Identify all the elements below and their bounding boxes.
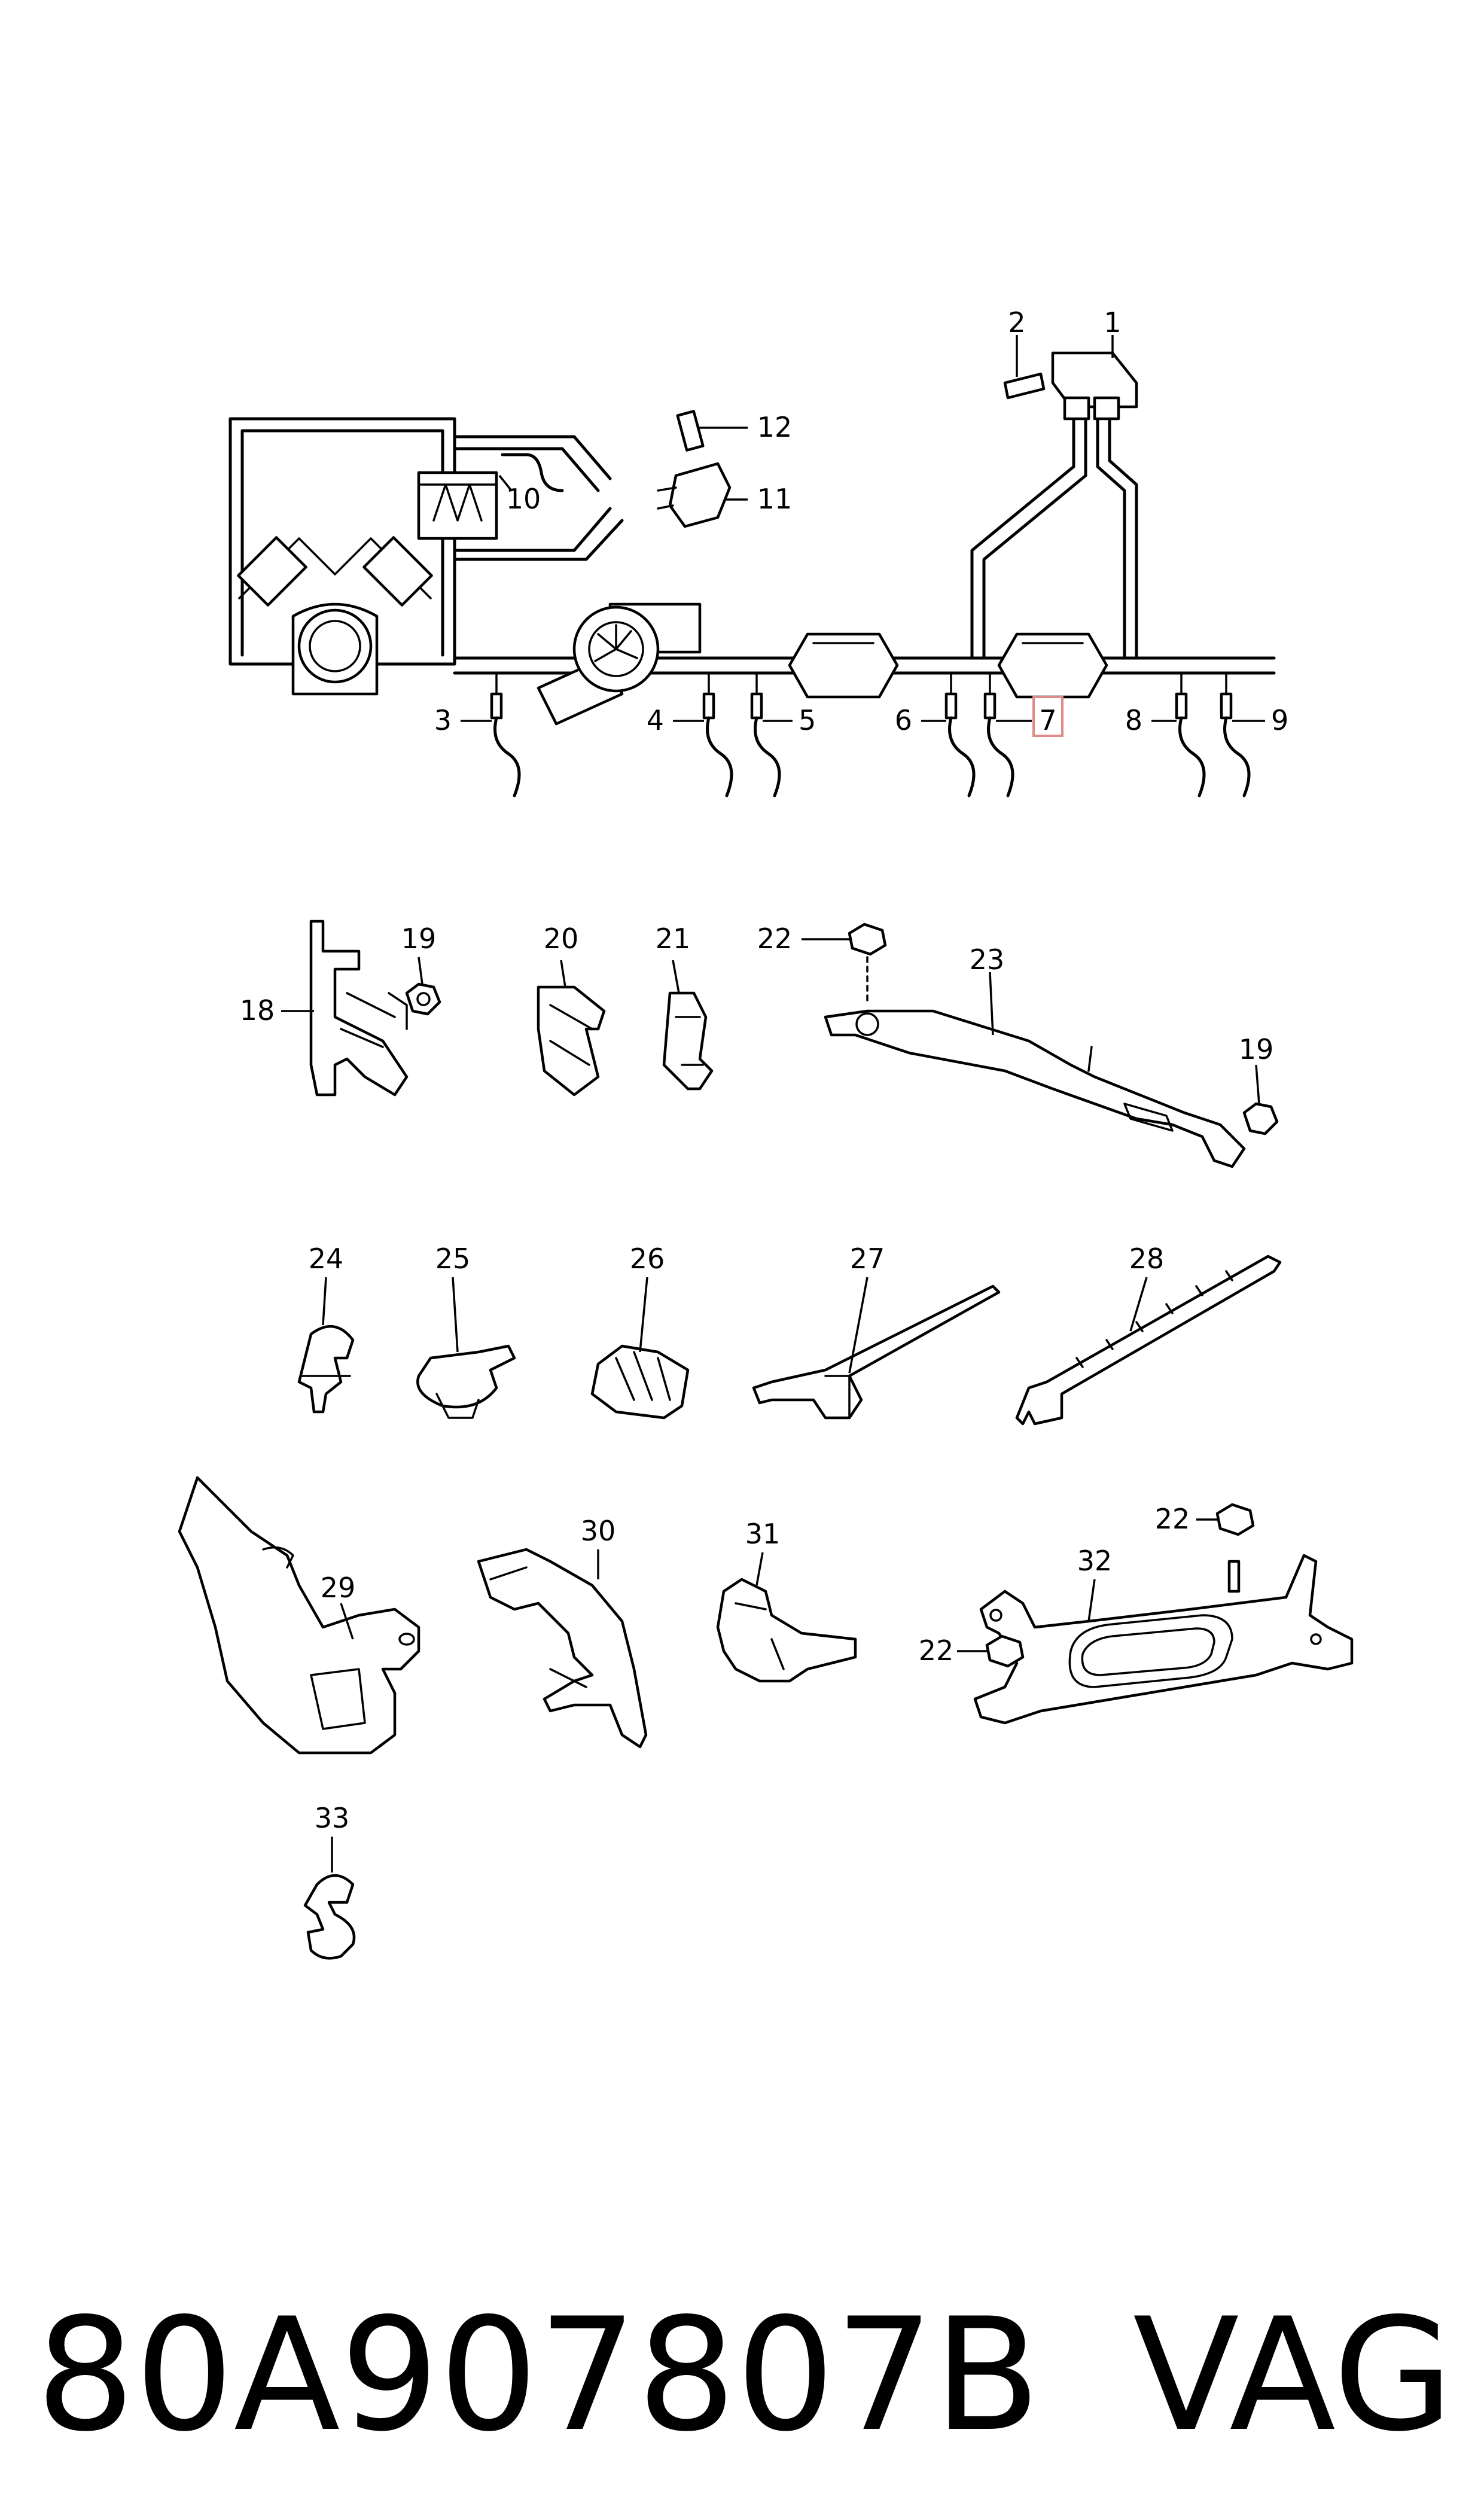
callout-4[interactable]: 4	[647, 704, 664, 736]
mounting-plate-32	[973, 1554, 1354, 1725]
callout-18[interactable]: 18	[240, 994, 275, 1027]
callout-19-right[interactable]: 19	[1239, 1033, 1274, 1065]
callout-33[interactable]: 33	[315, 1802, 350, 1834]
callout-19-left[interactable]: 19	[401, 922, 437, 955]
callout-10[interactable]: 10	[506, 483, 541, 515]
callout-31[interactable]: 31	[745, 1518, 781, 1550]
leader-lines	[281, 335, 1265, 1872]
callout-32[interactable]: 32	[1077, 1545, 1113, 1577]
part-number: 80A907807B	[36, 2285, 1041, 2466]
callout-28[interactable]: 28	[1129, 1243, 1165, 1275]
callout-8[interactable]: 8	[1125, 704, 1142, 736]
clip-31	[716, 1578, 857, 1683]
bracket-23	[824, 1009, 1246, 1168]
clip-33	[303, 1874, 356, 1960]
callout-1[interactable]: 1	[1104, 306, 1121, 339]
callout-21[interactable]: 21	[656, 922, 691, 955]
brand: VAG	[1133, 2285, 1453, 2466]
callout-5[interactable]: 5	[799, 704, 816, 736]
callout-24[interactable]: 24	[309, 1243, 344, 1275]
nut-22c	[985, 1634, 1025, 1668]
clip-26	[590, 1344, 690, 1420]
callout-labels: 1 2 3 4 5 6 7 8 9 10 11 12 18 19 20 21 2…	[240, 306, 1289, 1834]
callout-12[interactable]: 12	[757, 411, 793, 443]
lambda-sensors	[490, 692, 1251, 797]
clip-24	[297, 1325, 355, 1414]
bracket-18	[309, 919, 409, 1097]
cable-tie-27	[752, 1284, 1001, 1420]
callout-11[interactable]: 11	[757, 483, 793, 515]
callout-27[interactable]: 27	[850, 1243, 885, 1275]
nut-22a	[848, 922, 887, 1006]
callout-26[interactable]: 26	[630, 1243, 665, 1275]
callout-25[interactable]: 25	[435, 1243, 471, 1275]
callout-22-plate-left[interactable]: 22	[919, 1634, 954, 1667]
nut-19b	[1242, 1102, 1279, 1135]
exhaust-system-schematic	[228, 417, 1276, 726]
callout-9[interactable]: 9	[1271, 704, 1288, 736]
callout-3[interactable]: 3	[434, 704, 452, 736]
callout-30[interactable]: 30	[581, 1515, 616, 1547]
callout-7[interactable]: 7	[1039, 704, 1056, 736]
highlight-box-7	[1032, 696, 1064, 737]
pressure-sensor-1	[1003, 351, 1138, 421]
cable-tie-28	[1015, 1255, 1282, 1426]
callout-2[interactable]: 2	[1008, 306, 1025, 339]
callout-22-plate-top[interactable]: 22	[1155, 1503, 1190, 1535]
callout-20[interactable]: 20	[544, 922, 579, 955]
callout-23[interactable]: 23	[970, 943, 1005, 976]
callout-29[interactable]: 29	[321, 1572, 356, 1604]
callout-6[interactable]: 6	[895, 704, 912, 736]
nut-19a	[405, 982, 441, 1016]
valve-11	[501, 410, 732, 528]
clip-21	[662, 991, 714, 1091]
clip-25	[416, 1344, 516, 1419]
caption: 80A907807B VAG	[36, 2285, 1453, 2466]
clip-20	[537, 985, 606, 1097]
heat-shield-29	[178, 1476, 420, 1755]
nut-22b	[1215, 1503, 1255, 1593]
bracket-30	[477, 1548, 648, 1749]
callout-22-top[interactable]: 22	[757, 922, 793, 955]
